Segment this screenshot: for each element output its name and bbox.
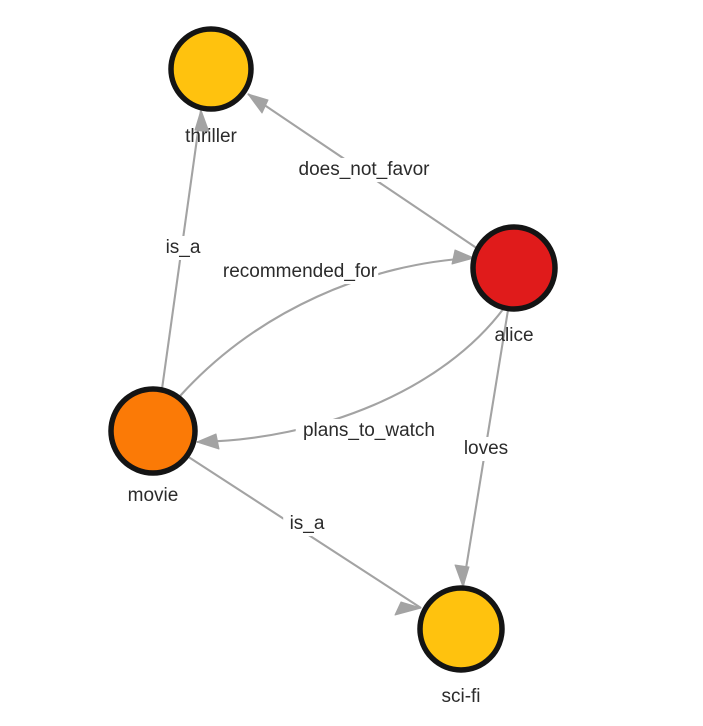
graph-node-alice[interactable]	[470, 224, 558, 312]
edge-label: does_not_favor	[299, 159, 431, 180]
node-label-movie: movie	[128, 485, 179, 506]
graph-edge[interactable]	[179, 256, 475, 397]
graph-node-sci-fi[interactable]	[417, 585, 505, 673]
edge-label-backdrop	[283, 512, 331, 536]
node-label-thriller: thriller	[185, 126, 237, 147]
node-label-sci-fi: sci-fi	[441, 686, 480, 707]
edge-label-backdrop	[295, 419, 443, 443]
graph-node-movie[interactable]	[108, 386, 198, 476]
edge-label-backdrop	[221, 260, 379, 284]
edge-arrowhead-icon	[247, 93, 269, 114]
edge-arrowhead-icon	[451, 249, 475, 265]
edge-label-backdrop	[290, 158, 438, 182]
graph-node-thriller[interactable]	[168, 26, 254, 112]
edge-label: is_a	[166, 237, 201, 258]
edge-label: plans_to_watch	[303, 420, 435, 441]
edge-labels-layer: does_not_favor is_a recommended_for plans_t…	[159, 158, 515, 536]
edge-arrowhead-icon	[194, 109, 210, 133]
edge-arrowhead-icon	[196, 433, 220, 450]
edge-arrowhead-icon	[394, 601, 422, 616]
graph-edge[interactable]	[196, 307, 505, 444]
edge-label: is_a	[290, 513, 325, 534]
node-labels-layer: thriller alice movie sci-fi	[128, 126, 534, 707]
edge-label: loves	[464, 438, 508, 459]
edge-label: recommended_for	[223, 261, 378, 282]
node-label-alice: alice	[494, 325, 533, 346]
edge-arrowhead-icon	[454, 564, 470, 588]
edge-label-backdrop	[159, 236, 207, 260]
nodes-layer	[108, 26, 558, 673]
edge-label-backdrop	[457, 437, 515, 461]
